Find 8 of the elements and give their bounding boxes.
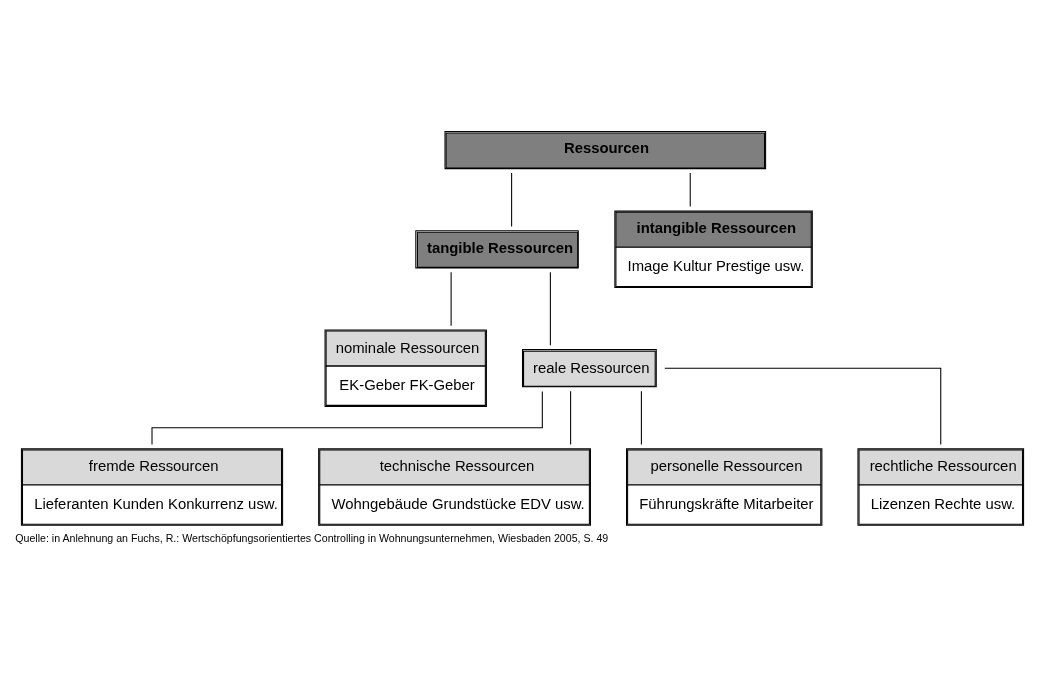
connector bbox=[570, 390, 572, 445]
connector bbox=[549, 271, 551, 346]
connector bbox=[640, 390, 642, 445]
connector bbox=[689, 172, 691, 207]
connector bbox=[151, 390, 543, 445]
connector bbox=[664, 367, 942, 445]
connector bbox=[511, 172, 513, 227]
caption: Quelle: in Anlehnung an Fuchs, R.: Wertschöpfungsorientiertes Controlling in Wohnungsunternehmen, Wiesbaden 2005, S. 49 bbox=[15, 531, 609, 544]
